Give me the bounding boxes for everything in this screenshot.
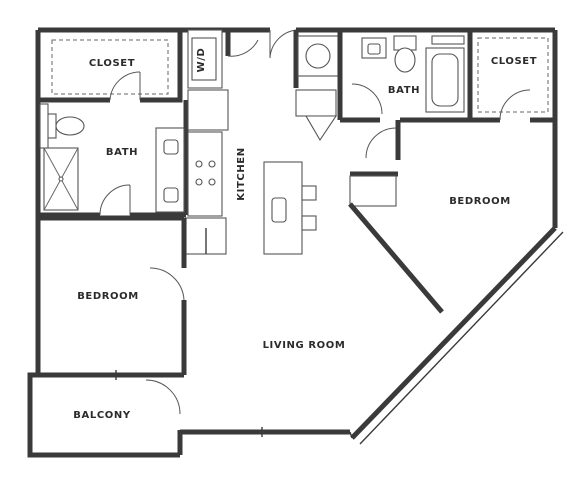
bath-left [38,100,189,218]
balcony-walls [120,372,263,437]
bath-right [293,30,473,142]
closet-right [470,37,555,123]
label-closet-right: CLOSET [491,56,537,67]
label-bedroom-right: BEDROOM [449,196,511,207]
label-closet-left: CLOSET [89,58,135,69]
kitchen-block [185,29,317,255]
label-balcony: BALCONY [73,410,131,421]
label-bedroom-left: BEDROOM [77,291,139,302]
closet-left [38,30,183,103]
label-living-room: LIVING ROOM [263,340,346,351]
label-washer-dryer: W/D [196,48,207,73]
label-bath-left: BATH [106,147,138,158]
label-bath-right: BATH [388,85,420,96]
bedroom-right-walls [348,120,444,314]
label-kitchen: KITCHEN [236,147,247,200]
